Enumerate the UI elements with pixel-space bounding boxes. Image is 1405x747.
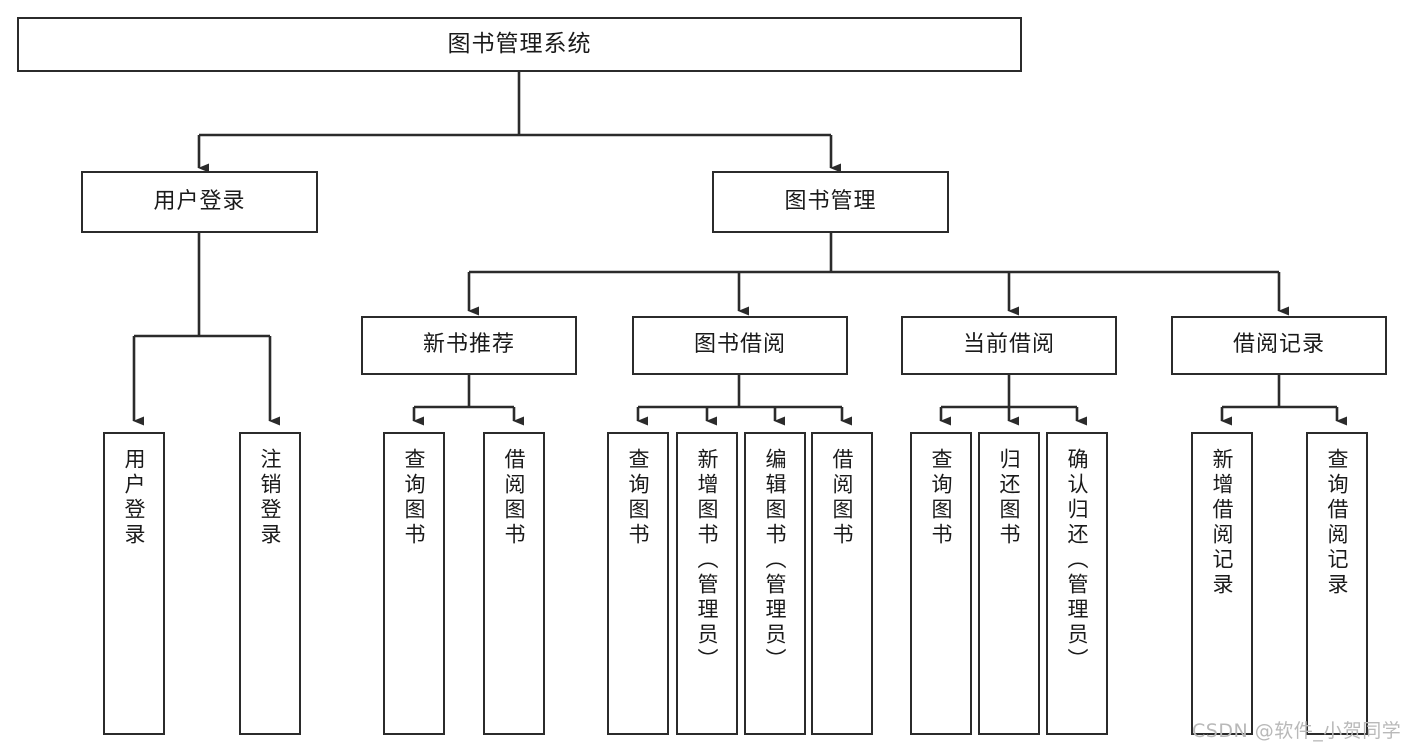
node-label: 当前借阅 [962,332,1055,358]
node-label: 新增图书（管理员） [695,448,720,673]
node-root-book-management-system[interactable]: 图书管理系统 [17,17,1022,72]
node-leaf-edit-book[interactable]: 编辑图书（管理员） [744,432,806,735]
node-label: 图书管理 [784,188,877,214]
node-leaf-borrow-book-1[interactable]: 借阅图书 [483,432,545,735]
node-label: 归还图书 [997,448,1022,548]
node-label: 用户登录 [122,448,147,548]
node-label: 借阅图书 [830,448,855,548]
node-leaf-query-book-3[interactable]: 查询图书 [910,432,972,735]
node-leaf-return-book[interactable]: 归还图书 [978,432,1040,735]
node-leaf-query-book-1[interactable]: 查询图书 [383,432,445,735]
node-label: 图书管理系统 [447,30,592,57]
node-label: 借阅图书 [502,448,527,548]
node-label: 用户登录 [153,188,246,214]
node-book-manage[interactable]: 图书管理 [712,171,949,233]
node-label: 确认归还（管理员） [1065,448,1090,673]
node-leaf-query-book-2[interactable]: 查询图书 [607,432,669,735]
node-label: 查询借阅记录 [1325,448,1350,598]
node-label: 查询图书 [626,448,651,548]
node-user-login[interactable]: 用户登录 [81,171,318,233]
node-borrow-record[interactable]: 借阅记录 [1171,316,1387,375]
node-label: 编辑图书（管理员） [763,448,788,673]
node-leaf-query-record[interactable]: 查询借阅记录 [1306,432,1368,735]
node-leaf-confirm-return[interactable]: 确认归还（管理员） [1046,432,1108,735]
node-leaf-add-record[interactable]: 新增借阅记录 [1191,432,1253,735]
node-leaf-borrow-book-2[interactable]: 借阅图书 [811,432,873,735]
node-label: 注销登录 [258,448,283,548]
node-new-book-recommend[interactable]: 新书推荐 [361,316,577,375]
node-leaf-user-login[interactable]: 用户登录 [103,432,165,735]
node-book-borrow[interactable]: 图书借阅 [632,316,848,375]
node-leaf-add-book[interactable]: 新增图书（管理员） [676,432,738,735]
node-label: 图书借阅 [693,332,786,358]
csdn-watermark: CSDN @软件_小贺同学 [1192,720,1402,742]
node-leaf-logout-login[interactable]: 注销登录 [239,432,301,735]
node-label: 查询图书 [929,448,954,548]
node-label: 新书推荐 [422,332,515,358]
node-label: 查询图书 [402,448,427,548]
node-label: 借阅记录 [1232,332,1325,358]
node-label: 新增借阅记录 [1210,448,1235,598]
node-current-borrow[interactable]: 当前借阅 [901,316,1117,375]
